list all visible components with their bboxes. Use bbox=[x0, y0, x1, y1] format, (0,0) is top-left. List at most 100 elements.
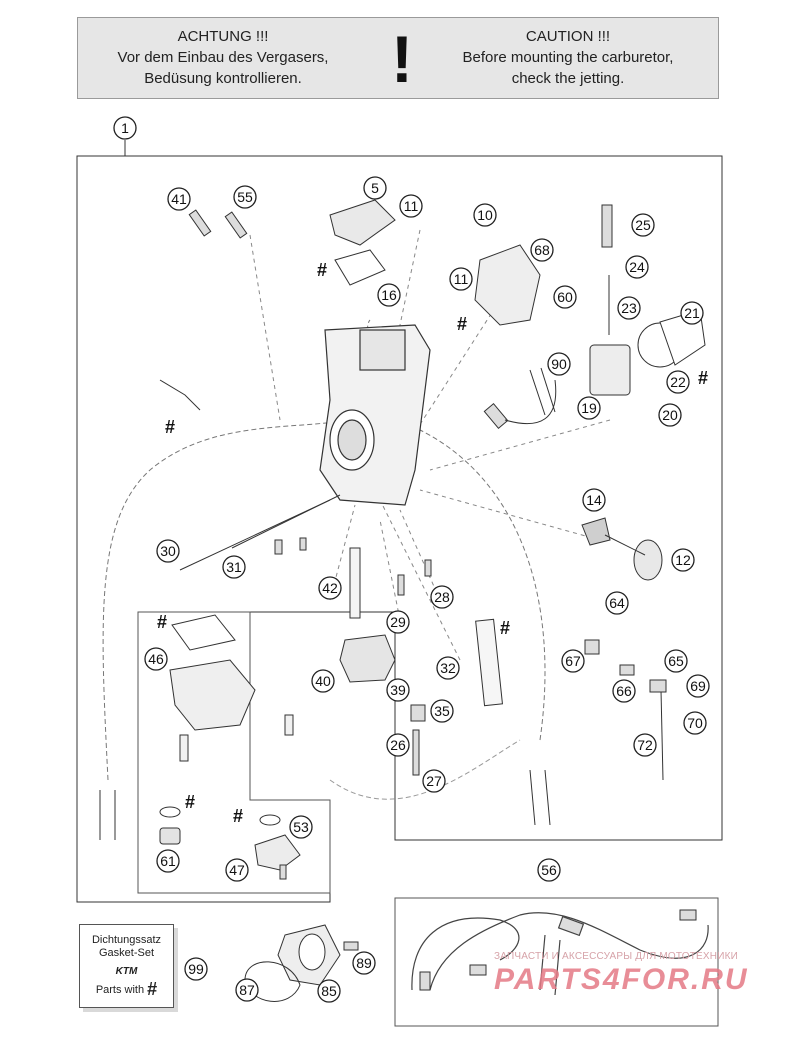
callout-number: 42 bbox=[322, 580, 338, 596]
callout-circle bbox=[225, 858, 249, 882]
callout-number: 11 bbox=[454, 271, 469, 287]
hash-mark: # bbox=[185, 792, 195, 812]
top-cover bbox=[329, 199, 396, 286]
callout-number: 12 bbox=[675, 552, 691, 568]
callout-circle bbox=[683, 711, 707, 735]
callout-number: 1 bbox=[121, 120, 129, 136]
accelerator-pump bbox=[254, 814, 301, 871]
part-callout-11: 11 bbox=[399, 194, 423, 218]
part-callout-22: 22 bbox=[666, 370, 690, 394]
callout-circle bbox=[167, 187, 191, 211]
small-parts bbox=[99, 204, 697, 991]
callout-circle bbox=[686, 674, 710, 698]
callout-circle bbox=[363, 176, 387, 200]
part-callout-29: 29 bbox=[386, 610, 410, 634]
callout-circle bbox=[222, 555, 246, 579]
callout-number: 87 bbox=[239, 982, 255, 998]
callout-number: 10 bbox=[477, 207, 493, 223]
callout-circle bbox=[449, 267, 473, 291]
callout-circle bbox=[671, 548, 695, 572]
callout-number: 89 bbox=[356, 955, 372, 971]
callout-number: 35 bbox=[434, 703, 450, 719]
cable-loop-lower bbox=[329, 739, 521, 800]
part-callout-30: 30 bbox=[156, 539, 180, 563]
callout-number: 41 bbox=[171, 191, 187, 207]
caution-german-title: ACHTUNG !!! bbox=[177, 28, 269, 45]
part-callout-40: 40 bbox=[311, 669, 335, 693]
part-callout-27: 27 bbox=[422, 769, 446, 793]
callout-number: 70 bbox=[687, 715, 703, 731]
part-callout-90: 90 bbox=[547, 352, 571, 376]
callout-number: 67 bbox=[565, 653, 581, 669]
gasket-set-box: Dichtungssatz Gasket-Set KTM Parts with … bbox=[79, 924, 174, 1008]
callout-number: 68 bbox=[534, 242, 550, 258]
callout-circle bbox=[430, 699, 454, 723]
part-callout-87: 87 bbox=[235, 978, 259, 1002]
callout-circle bbox=[577, 396, 601, 420]
callout-circle bbox=[537, 858, 561, 882]
hash-mark: # bbox=[165, 417, 175, 437]
watermark: ЗАПЧАСТИ И АКСЕССУАРЫ ДЛЯ МОТОТЕХНИКИ PA… bbox=[494, 951, 790, 1001]
part-callout-41: 41 bbox=[167, 187, 191, 211]
callout-circle bbox=[633, 733, 657, 757]
part-callout-70: 70 bbox=[683, 711, 707, 735]
part-callout-12: 12 bbox=[671, 548, 695, 572]
callout-circle bbox=[553, 285, 577, 309]
callout-number: 27 bbox=[426, 773, 442, 789]
callout-number: 26 bbox=[390, 737, 406, 753]
hash-mark: # bbox=[317, 260, 327, 280]
throttle-valve bbox=[339, 634, 396, 683]
part-callout-21: 21 bbox=[680, 301, 704, 325]
side-cover bbox=[474, 244, 541, 326]
callout-number: 60 bbox=[557, 289, 573, 305]
callout-number: 16 bbox=[381, 287, 397, 303]
callout-number: 46 bbox=[148, 651, 164, 667]
callout-number: 28 bbox=[434, 589, 450, 605]
callout-number: 55 bbox=[237, 189, 253, 205]
part-callout-85: 85 bbox=[317, 979, 341, 1003]
callout-number: 25 bbox=[635, 217, 651, 233]
callout-circle bbox=[352, 951, 376, 975]
part-callout-26: 26 bbox=[386, 733, 410, 757]
callout-circle bbox=[664, 649, 688, 673]
float-bowl bbox=[169, 614, 256, 731]
callout-number: 32 bbox=[440, 660, 456, 676]
hash-mark: # bbox=[457, 314, 467, 334]
callout-circle bbox=[156, 539, 180, 563]
part-callout-25: 25 bbox=[631, 213, 655, 237]
callout-circle bbox=[617, 296, 641, 320]
callout-circle bbox=[318, 576, 342, 600]
caution-german-line-1: Vor dem Einbau des Vergasers, bbox=[117, 49, 329, 66]
carburetor-body bbox=[319, 324, 431, 506]
callout-circle bbox=[377, 283, 401, 307]
part-callout-66: 66 bbox=[612, 679, 636, 703]
callout-circle bbox=[156, 849, 180, 873]
part-callout-89: 89 bbox=[352, 951, 376, 975]
part-callout-39: 39 bbox=[386, 678, 410, 702]
callout-number: 65 bbox=[668, 653, 684, 669]
callout-circle bbox=[547, 352, 571, 376]
callout-number: 61 bbox=[160, 853, 176, 869]
callout-circle bbox=[658, 403, 682, 427]
part-callout-61: 61 bbox=[156, 849, 180, 873]
part-callout-72: 72 bbox=[633, 733, 657, 757]
callout-circle bbox=[317, 979, 341, 1003]
part-callout-16: 16 bbox=[377, 283, 401, 307]
hash-mark: # bbox=[233, 806, 243, 826]
part-callout-35: 35 bbox=[430, 699, 454, 723]
callout-circle bbox=[289, 815, 313, 839]
callout-number: 14 bbox=[586, 492, 602, 508]
part-callout-65: 65 bbox=[664, 649, 688, 673]
gasket-box-line-3: Parts with # bbox=[80, 980, 173, 998]
callout-number: 72 bbox=[637, 737, 653, 753]
part-callout-32: 32 bbox=[436, 656, 460, 680]
throttle-wheel bbox=[581, 517, 663, 581]
callout-circle bbox=[436, 656, 460, 680]
callout-circle bbox=[422, 769, 446, 793]
callout-circle bbox=[612, 679, 636, 703]
ktm-logo: KTM bbox=[115, 966, 138, 977]
callout-number: 24 bbox=[629, 259, 645, 275]
